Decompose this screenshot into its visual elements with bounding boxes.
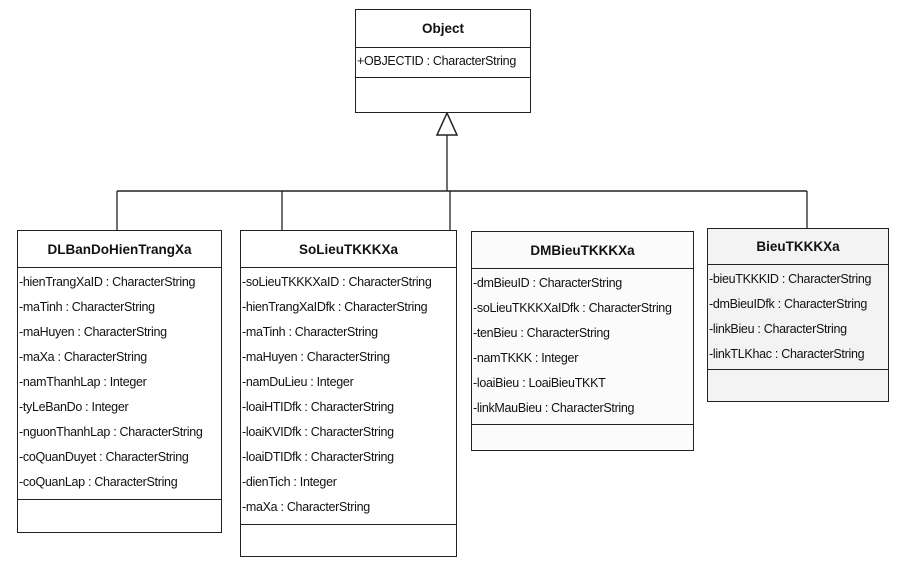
class-dmbieutkkkxa: DMBieuTKKKXa -dmBieuID : CharacterString… xyxy=(471,231,694,451)
attribute: -dmBieuIDfk : CharacterString xyxy=(709,297,868,311)
class-name: DMBieuTKKKXa xyxy=(472,232,693,269)
attribute: -tyLeBanDo : Integer xyxy=(19,400,129,414)
attribute: -linkTLKhac : CharacterString xyxy=(709,347,865,361)
attribute: -loaiBieu : LoaiBieuTKKT xyxy=(473,376,606,390)
class-attributes: -bieuTKKKID : CharacterString -dmBieuIDf… xyxy=(708,265,888,370)
attribute: -loaiKVIDfk : CharacterString xyxy=(242,425,394,439)
attribute: -soLieuTKKKXaIDfk : CharacterString xyxy=(473,301,672,315)
class-dlbandohientrangxa: DLBanDoHienTrangXa -hienTrangXaID : Char… xyxy=(17,230,222,533)
attribute: -maXa : CharacterString xyxy=(19,350,147,364)
attribute: -coQuanLap : CharacterString xyxy=(19,475,178,489)
attribute: -bieuTKKKID : CharacterString xyxy=(709,272,872,286)
attribute: -namTKKK : Integer xyxy=(473,351,579,365)
class-bieutkkkxa: BieuTKKKXa -bieuTKKKID : CharacterString… xyxy=(707,228,889,402)
attribute: -linkBieu : CharacterString xyxy=(709,322,847,336)
attribute: -namDuLieu : Integer xyxy=(242,375,354,389)
class-object: Object +OBJECTID : CharacterString xyxy=(355,9,531,113)
attribute: -dienTich : Integer xyxy=(242,475,337,489)
attribute: -hienTrangXaID : CharacterString xyxy=(19,275,196,289)
class-attributes: +OBJECTID : CharacterString xyxy=(356,48,530,78)
class-attributes: -hienTrangXaID : CharacterString -maTinh… xyxy=(18,268,221,500)
class-solieutkkkxa: SoLieuTKKKXa -soLieuTKKKXaID : Character… xyxy=(240,230,457,557)
attribute: -soLieuTKKKXaID : CharacterString xyxy=(242,275,432,289)
attribute: -dmBieuID : CharacterString xyxy=(473,276,622,290)
attribute: -hienTrangXaIDfk : CharacterString xyxy=(242,300,428,314)
attribute: -loaiHTIDfk : CharacterString xyxy=(242,400,394,414)
class-attributes: -soLieuTKKKXaID : CharacterString -hienT… xyxy=(241,268,456,525)
attribute: -namThanhLap : Integer xyxy=(19,375,147,389)
attribute: -maHuyen : CharacterString xyxy=(19,325,167,339)
attribute: -linkMauBieu : CharacterString xyxy=(473,401,635,415)
generalization-arrowhead xyxy=(435,111,459,136)
attribute: -maXa : CharacterString xyxy=(242,500,370,514)
attribute: -maTinh : CharacterString xyxy=(19,300,155,314)
attribute: -maTinh : CharacterString xyxy=(242,325,378,339)
attribute: -nguonThanhLap : CharacterString xyxy=(19,425,203,439)
class-name: DLBanDoHienTrangXa xyxy=(18,231,221,268)
attribute: -tenBieu : CharacterString xyxy=(473,326,610,340)
attribute: -coQuanDuyet : CharacterString xyxy=(19,450,189,464)
attribute: +OBJECTID : CharacterString xyxy=(357,54,516,68)
attribute: -maHuyen : CharacterString xyxy=(242,350,390,364)
class-name: SoLieuTKKKXa xyxy=(241,231,456,268)
class-attributes: -dmBieuID : CharacterString -soLieuTKKKX… xyxy=(472,269,693,425)
class-name: BieuTKKKXa xyxy=(708,229,888,265)
class-name: Object xyxy=(356,10,530,48)
attribute: -loaiDTIDfk : CharacterString xyxy=(242,450,394,464)
